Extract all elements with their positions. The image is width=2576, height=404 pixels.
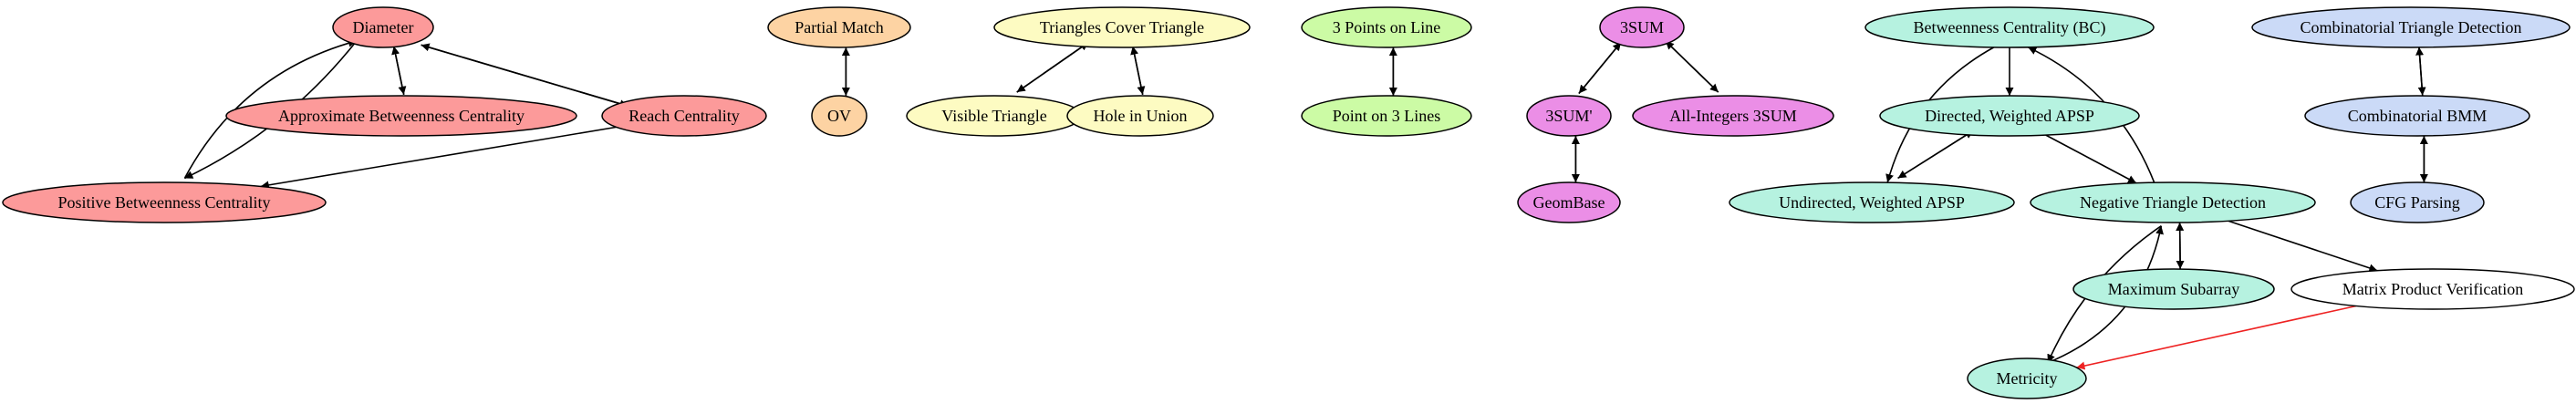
node-diameter: Diameter <box>332 6 434 48</box>
node-label: Betweenness Centrality (BC) <box>1914 18 2106 37</box>
node-allint: All-Integers 3SUM <box>1632 95 1834 137</box>
node-ellipse <box>1632 95 1834 137</box>
node-ellipse <box>1066 95 1214 137</box>
node-label: Negative Triangle Detection <box>2080 193 2266 212</box>
node-bc: Betweenness Centrality (BC) <box>1864 6 2155 48</box>
node-label: All-Integers 3SUM <box>1669 107 1796 125</box>
node-ellipse <box>1879 95 2140 137</box>
node-label: Positive Betweenness Centrality <box>58 193 271 212</box>
edge-sum3p-to-sum3 <box>1578 41 1622 94</box>
node-label: Point on 3 Lines <box>1333 107 1441 125</box>
node-ellipse <box>1967 357 2087 399</box>
edge-reach-to-pos-bc <box>260 126 617 190</box>
node-ellipse <box>1301 6 1472 48</box>
edge-mpv-to-metricity <box>2076 305 2357 370</box>
node-three-points: 3 Points on Line <box>1301 6 1472 48</box>
node-label: 3 Points on Line <box>1333 18 1441 36</box>
node-label: 3SUM <box>1620 18 1664 36</box>
edge-approx-bc-to-diameter <box>391 46 405 95</box>
node-sum3p: 3SUM' <box>1526 95 1612 137</box>
node-ellipse <box>2304 95 2530 137</box>
node-ellipse <box>2350 181 2485 223</box>
node-ellipse <box>1599 6 1685 48</box>
node-sum3: 3SUM <box>1599 6 1685 48</box>
node-label: Approximate Betweenness Centrality <box>278 107 525 125</box>
node-ellipse <box>2 181 327 223</box>
node-label: Directed, Weighted APSP <box>1925 107 2094 125</box>
node-label: Undirected, Weighted APSP <box>1779 193 1965 212</box>
node-metricity: Metricity <box>1967 357 2087 399</box>
node-ellipse <box>1729 181 2015 223</box>
node-ellipse <box>601 95 767 137</box>
node-ellipse <box>332 6 434 48</box>
edge-undir-apsp-to-dir-apsp <box>1897 129 1974 180</box>
node-ellipse <box>1301 95 1472 137</box>
edge-metricity-to-neg-tri <box>2047 225 2164 364</box>
node-mpv: Matrix Product Verification <box>2290 268 2575 310</box>
node-visible-tri: Visible Triangle <box>906 95 1083 137</box>
node-dir-apsp: Directed, Weighted APSP <box>1879 95 2140 137</box>
edge-visible-tri-to-tri-cover <box>1016 41 1089 93</box>
node-ellipse <box>811 95 867 137</box>
node-ellipse <box>767 6 911 48</box>
node-neg-tri: Negative Triangle Detection <box>2030 181 2316 223</box>
node-ellipse <box>993 6 1251 48</box>
edge-dir-apsp-to-neg-tri <box>2045 134 2137 184</box>
node-reach: Reach Centrality <box>601 95 767 137</box>
node-approx-bc: Approximate Betweenness Centrality <box>225 95 577 137</box>
node-comb-tri: Combinatorial Triangle Detection <box>2251 6 2571 48</box>
node-label: Triangles Cover Triangle <box>1040 18 1204 36</box>
node-label: Combinatorial Triangle Detection <box>2301 18 2522 36</box>
node-label: GeomBase <box>1533 193 1605 212</box>
node-label: Matrix Product Verification <box>2342 280 2524 298</box>
node-label: 3SUM' <box>1545 107 1592 125</box>
node-pos-bc: Positive Betweenness Centrality <box>2 181 327 223</box>
node-label: Maximum Subarray <box>2108 280 2239 298</box>
node-partial-match: Partial Match <box>767 6 911 48</box>
node-max-sub: Maximum Subarray <box>2072 268 2275 310</box>
node-label: Combinatorial BMM <box>2348 107 2488 125</box>
edge-allint-to-sum3 <box>1665 40 1719 93</box>
node-cfg: CFG Parsing <box>2350 181 2485 223</box>
edge-pos-bc-to-diameter <box>183 38 358 179</box>
node-point-three: Point on 3 Lines <box>1301 95 1472 137</box>
node-ellipse <box>2030 181 2316 223</box>
edge-hole-union-to-tri-cover <box>1130 46 1144 95</box>
node-comb-bmm: Combinatorial BMM <box>2304 95 2530 137</box>
node-undir-apsp: Undirected, Weighted APSP <box>1729 181 2015 223</box>
node-label: Partial Match <box>795 18 883 36</box>
node-geombase: GeomBase <box>1517 181 1621 223</box>
node-ellipse <box>2072 268 2275 310</box>
node-ov: OV <box>811 95 867 137</box>
node-ellipse <box>1864 6 2155 48</box>
node-label: Visible Triangle <box>941 107 1046 125</box>
edge-neg-tri-to-mpv <box>2228 220 2378 273</box>
node-label: Reach Centrality <box>628 107 739 125</box>
edge-reach-to-diameter <box>421 43 628 108</box>
node-ellipse <box>225 95 577 137</box>
edge-comb-bmm-to-comb-tri <box>2415 47 2425 96</box>
node-tri-cover: Triangles Cover Triangle <box>993 6 1251 48</box>
node-ellipse <box>1526 95 1612 137</box>
node-ellipse <box>2290 268 2575 310</box>
node-label: CFG Parsing <box>2374 193 2460 212</box>
node-label: Diameter <box>353 18 414 36</box>
edge-max-sub-to-neg-tri <box>2176 222 2185 269</box>
node-hole-union: Hole in Union <box>1066 95 1214 137</box>
node-ellipse <box>2251 6 2571 48</box>
node-label: Metricity <box>1997 369 2058 388</box>
edge-layer <box>183 38 2428 370</box>
node-ellipse <box>1517 181 1621 223</box>
node-label: Hole in Union <box>1094 107 1188 125</box>
node-label: OV <box>827 107 851 125</box>
